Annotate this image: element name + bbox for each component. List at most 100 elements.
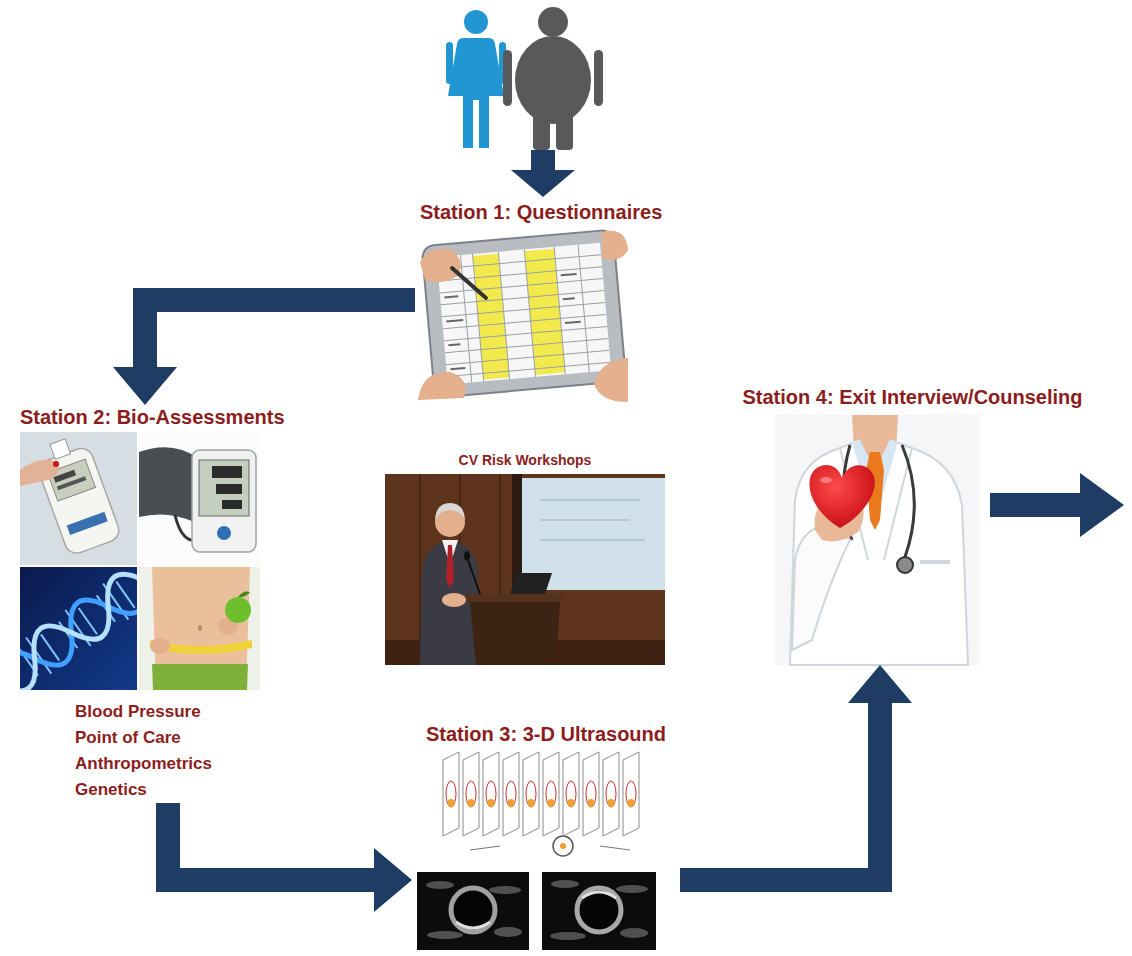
slice-frame [563, 752, 579, 836]
dna-photo [20, 567, 137, 690]
doctor-photo [775, 415, 980, 665]
doctor-photo [920, 560, 950, 564]
woman-icon [446, 10, 506, 148]
dna-photo [20, 567, 137, 690]
ultrasound-image [616, 885, 648, 893]
tablet-photo [443, 314, 606, 328]
assessment-item: Blood Pressure [75, 699, 201, 725]
doctor-photo [809, 465, 874, 528]
ultrasound-slices [553, 836, 573, 856]
ultrasound-slices [470, 846, 500, 850]
obese-person-icon [556, 108, 573, 150]
doctor-photo [792, 525, 850, 650]
slice-frame [606, 781, 616, 807]
workshop-photo [442, 593, 466, 607]
tablet-photo [420, 249, 461, 283]
station-title: Station 1: Questionnaires [420, 200, 662, 224]
ultrasound-image [451, 888, 495, 932]
workshop-photo [510, 573, 552, 594]
tablet-photo [452, 268, 486, 298]
blood-pressure-monitor-photo [212, 466, 242, 509]
workshop-photo [464, 551, 470, 561]
blood-pressure-monitor-photo [139, 432, 260, 565]
workshop-photo [468, 560, 480, 594]
tablet-photo [418, 372, 465, 400]
tablet-photo [447, 362, 610, 376]
dna-photo [116, 582, 134, 608]
tablet-photo [450, 367, 465, 370]
station-title: CV Risk Workshops [459, 450, 592, 470]
slice-frame [586, 781, 596, 807]
slice-frame [503, 752, 519, 836]
ultrasound-slices [600, 846, 630, 850]
dna-photo [41, 634, 59, 660]
entry-arrow [511, 170, 575, 197]
doctor-photo [820, 477, 832, 483]
obese-person-icon [515, 36, 591, 124]
slice-frame [523, 752, 539, 836]
slice-frame [526, 781, 536, 807]
slice-frame [626, 781, 636, 807]
woman-icon [446, 42, 453, 84]
glucose-meter-photo [48, 459, 96, 501]
flow-arrow [145, 300, 415, 368]
tablet-photo [563, 297, 575, 300]
slice-frame [603, 752, 619, 836]
slice-frame [623, 752, 639, 836]
entry-arrow [531, 150, 555, 172]
slice-frame [603, 752, 619, 836]
station-panel: Station 1: Questionnaires [415, 200, 680, 405]
slice-frame [443, 752, 459, 836]
blood-pressure-monitor-photo [222, 500, 242, 509]
workshop-photo [470, 602, 560, 665]
blood-pressure-monitor-photo [192, 450, 256, 552]
waist-measure-photo [152, 567, 250, 690]
ultrasound-image [550, 880, 648, 940]
ultrasound-image [494, 927, 522, 937]
tablet-photo [448, 343, 460, 346]
workshop-photo [540, 539, 645, 541]
ultrasound-image [550, 932, 586, 940]
glucose-meter-photo [31, 432, 122, 556]
slice-frame [583, 752, 599, 836]
blood-pressure-monitor-photo [139, 447, 198, 522]
slice-frame [568, 799, 575, 807]
slice-frame [566, 781, 576, 807]
tablet-photo [446, 350, 609, 364]
blood-pressure-monitor-photo [199, 460, 249, 516]
assessment-item: Anthropometrics [75, 751, 212, 777]
slice-frame [608, 799, 615, 807]
tablet-photo [602, 231, 628, 260]
blood-pressure-monitor-photo [139, 432, 260, 565]
tablet-photo [444, 326, 607, 340]
ultrasound-slices [443, 752, 639, 856]
slice-frame [443, 752, 459, 836]
waist-measure-photo [139, 567, 260, 690]
tablet-photo [524, 249, 535, 377]
slice-frame [463, 752, 479, 836]
tablet-photo [444, 295, 458, 298]
entry-arrow [511, 150, 575, 197]
slice-frame [486, 781, 496, 807]
tablet-photo [445, 338, 608, 352]
ultrasound-image [542, 872, 656, 950]
slice-frame [548, 799, 555, 807]
obese-person-icon [538, 7, 568, 37]
tablet-photo [472, 254, 483, 382]
glucose-meter-photo [20, 460, 59, 486]
blood-pressure-monitor-photo [217, 526, 231, 540]
slice-frame [463, 752, 479, 836]
glucose-meter-photo [67, 512, 108, 535]
slice-frame [583, 752, 599, 836]
slice-frame [483, 752, 499, 836]
ultrasound-slices [560, 843, 566, 849]
obese-person-icon [503, 7, 603, 150]
waist-measure-photo [198, 625, 202, 631]
doctor-photo [902, 445, 914, 557]
slice-frame [466, 781, 476, 807]
workshop-photo [385, 474, 665, 665]
glucose-meter-photo [50, 439, 71, 460]
waist-measure-photo [238, 592, 250, 598]
slice-frame [588, 799, 595, 807]
